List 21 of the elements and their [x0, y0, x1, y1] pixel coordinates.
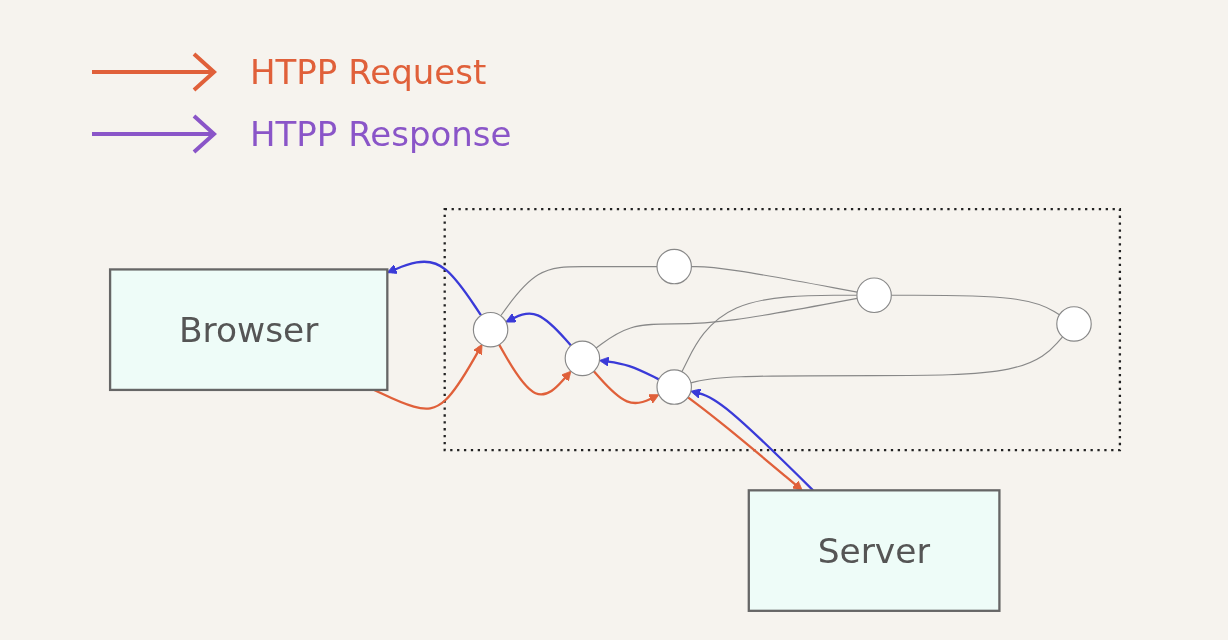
- arrow: [373, 344, 483, 410]
- arrow: [505, 312, 572, 347]
- connector: [690, 336, 1064, 384]
- node-circle: [656, 248, 692, 285]
- arrow: [599, 356, 660, 381]
- node-circle: [564, 340, 601, 377]
- node-circle: [472, 311, 509, 348]
- arrow: [386, 260, 482, 316]
- arrow: [592, 370, 660, 405]
- legend-label: HTPP Request: [250, 52, 487, 92]
- node-circle: [1056, 306, 1092, 342]
- arrow: [687, 396, 803, 491]
- node-circle: [656, 369, 692, 405]
- node-box: Browser: [108, 268, 389, 392]
- connector: [500, 266, 658, 317]
- node-box: Server: [747, 489, 1001, 612]
- connector: [595, 297, 858, 349]
- node-circle: [856, 277, 892, 314]
- cluster: [443, 208, 1122, 452]
- arrow: [498, 344, 572, 396]
- legend-label: HTPP Response: [250, 114, 512, 154]
